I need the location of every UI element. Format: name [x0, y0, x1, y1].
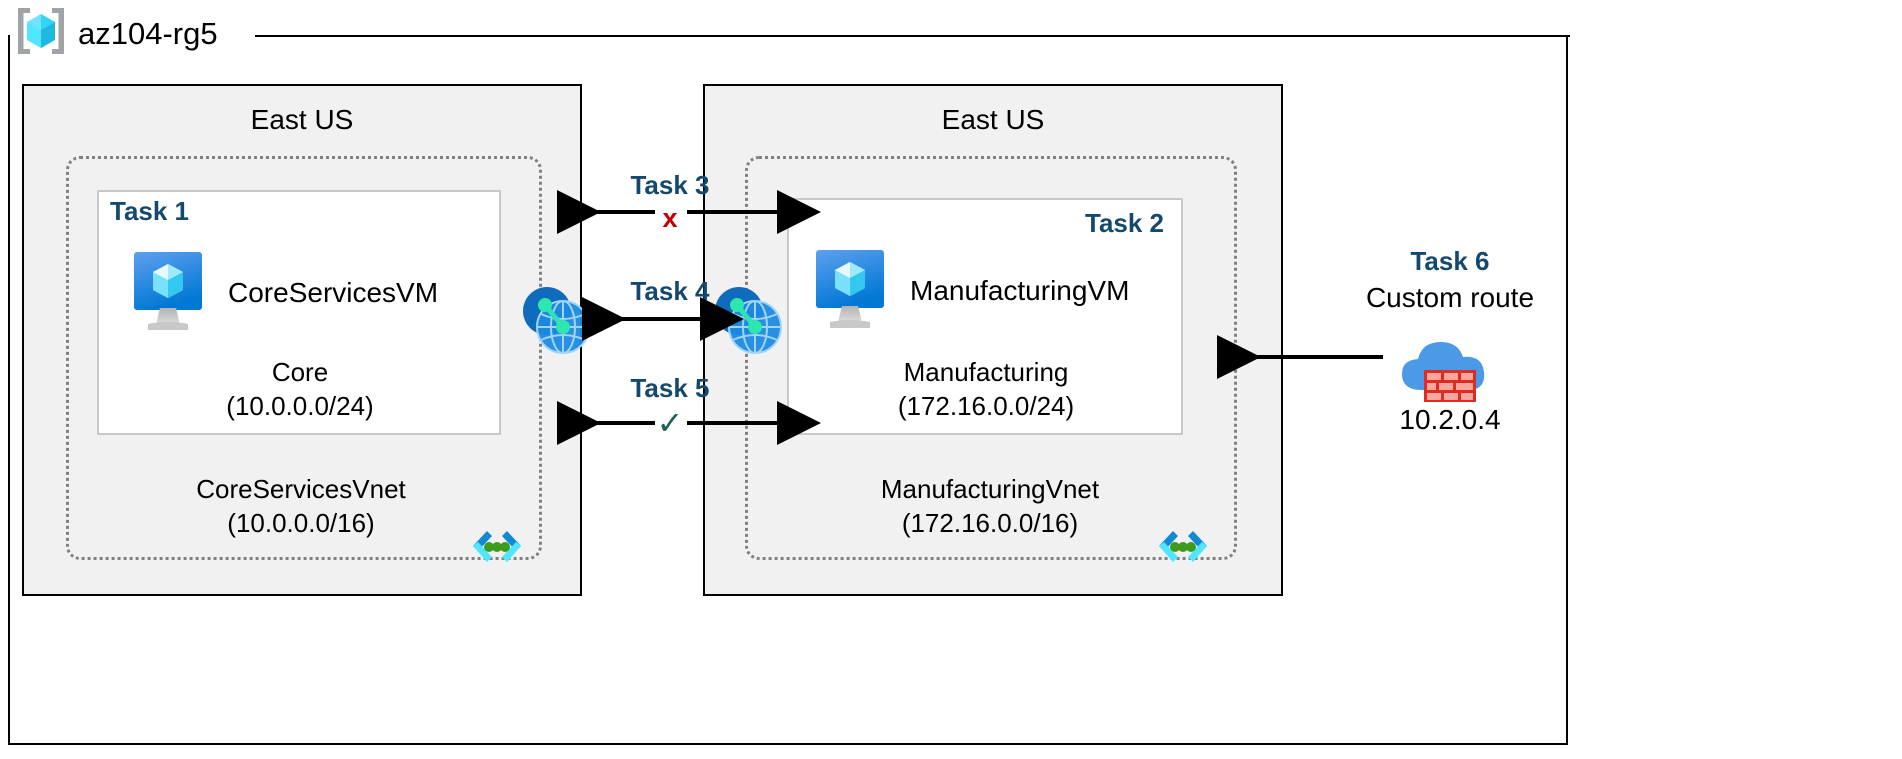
resource-group-name: az104-rg5: [78, 16, 218, 51]
task6-description: Custom route: [1365, 282, 1535, 313]
vnet-cidr-manufacturing: (172.16.0.0/16): [901, 508, 1079, 539]
vnet-name-core: CoreServicesVnet: [196, 474, 406, 504]
vm-name-label-right: ManufacturingVM: [910, 275, 1130, 306]
vnet-box-coreservicesvnet: [66, 156, 542, 560]
vm-manufacturingvm: ManufacturingVM: [812, 248, 1129, 334]
azure-resource-group-icon: [14, 4, 68, 63]
subnet-name-core: Core: [271, 357, 329, 387]
vnet-brackets-icon-left: [466, 525, 528, 569]
vnet-brackets-icon-right: [1152, 525, 1214, 569]
firewall-cloud-icon: [1394, 330, 1506, 404]
connector-label-task4: Task 4: [630, 276, 710, 306]
subnet-info-core: Core (10.0.0.0/24): [110, 355, 490, 424]
vm-name-label-left: CoreServicesVM: [228, 277, 439, 308]
connector-arrow-task3: [555, 190, 821, 234]
task-label-6: Task 6: [1410, 246, 1490, 276]
connector-arrow-task4: [580, 297, 744, 341]
vnet-info-manufacturingvnet: ManufacturingVnet (172.16.0.0/16): [775, 472, 1205, 541]
vnet-name-manufacturing: ManufacturingVnet: [880, 474, 1100, 504]
connector-label-task3: Task 3: [630, 170, 710, 200]
vnet-cidr-core: (10.0.0.0/16): [227, 508, 375, 539]
connector-mark-task3-blocked: x: [662, 203, 678, 233]
task6-ip-address: 10.2.0.4: [1399, 404, 1501, 435]
connector-mark-task5-allowed: ✓: [656, 405, 684, 441]
virtual-machine-icon: [812, 248, 894, 334]
resource-group-frame: [8, 35, 1568, 745]
task-label-2: Task 2: [1085, 208, 1165, 238]
connector-arrow-task5: [555, 401, 821, 445]
subnet-cidr-core: (10.0.0.0/24): [226, 391, 374, 422]
connector-label-task5: Task 5: [630, 373, 710, 403]
virtual-machine-icon: [130, 250, 212, 336]
subnet-cidr-manufacturing: (172.16.0.0/24): [897, 391, 1075, 422]
subnet-info-manufacturing: Manufacturing (172.16.0.0/24): [800, 355, 1172, 424]
task-label-1: Task 1: [110, 196, 190, 226]
resource-group-top-rule: [255, 35, 1570, 37]
region-label-left: East US: [250, 104, 354, 135]
region-label-right: East US: [941, 104, 1045, 135]
connector-arrow-task6: [1215, 335, 1385, 379]
resource-group-header: az104-rg5: [14, 4, 224, 63]
vm-coreservicesvm: CoreServicesVM: [130, 250, 438, 336]
subnet-name-manufacturing: Manufacturing: [903, 357, 1069, 387]
vnet-info-coreservicesvnet: CoreServicesVnet (10.0.0.0/16): [96, 472, 506, 541]
